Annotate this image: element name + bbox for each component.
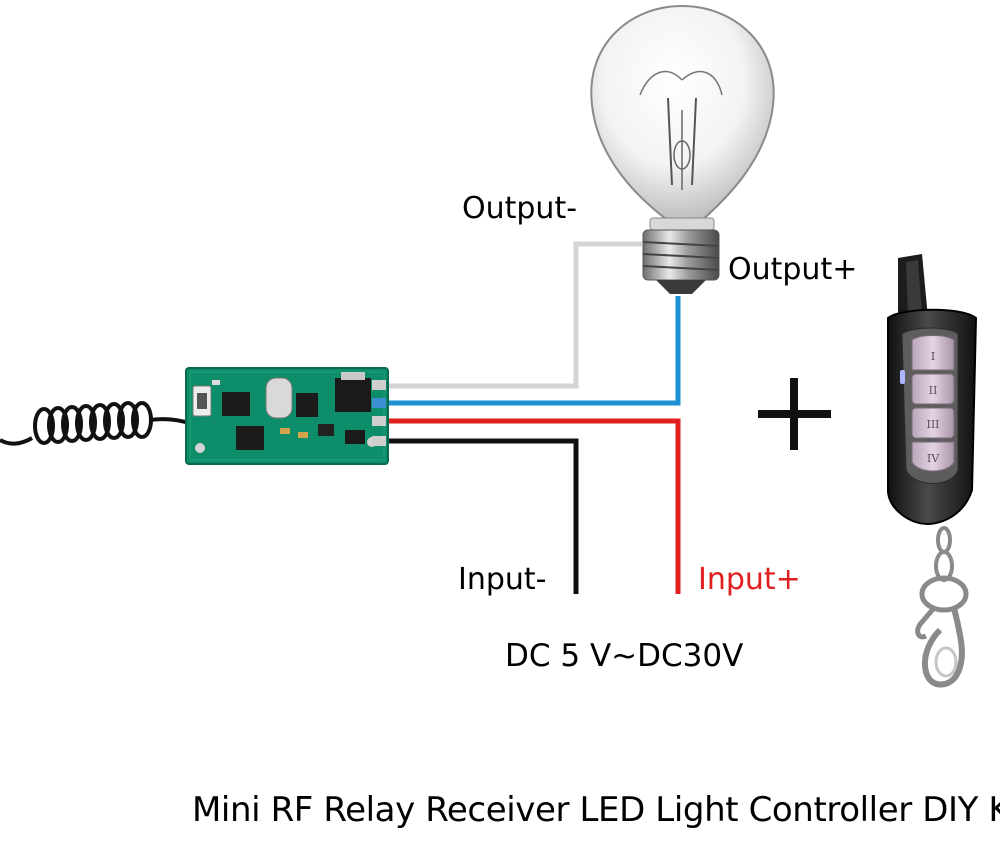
remote-button-4-label: IV [927, 452, 940, 465]
remote-control: I II III IV [887, 254, 978, 526]
remote-button-2-label: II [929, 384, 938, 397]
label-input-minus: Input- [458, 562, 547, 597]
keychain-icon [915, 526, 969, 688]
coiled-antenna [0, 401, 193, 446]
label-input-plus: Input+ [698, 562, 801, 597]
remote-buttons: I II III IV [911, 335, 955, 472]
wire-input-minus [386, 438, 579, 594]
remote-button-3-label: III [926, 418, 939, 431]
remote-button-1-label: I [931, 350, 935, 363]
label-output-minus: Output- [462, 191, 578, 226]
label-output-plus: Output+ [728, 252, 858, 287]
label-voltage: DC 5 V~DC30V [505, 638, 744, 674]
light-bulb-icon [590, 4, 775, 294]
receiver-board [185, 367, 389, 465]
plus-sign [758, 378, 831, 450]
page-title: Mini RF Relay Receiver LED Light Control… [192, 790, 1000, 830]
wire-output-minus [386, 241, 642, 389]
wire-input-plus [386, 418, 681, 594]
wire-output-plus [386, 296, 681, 406]
